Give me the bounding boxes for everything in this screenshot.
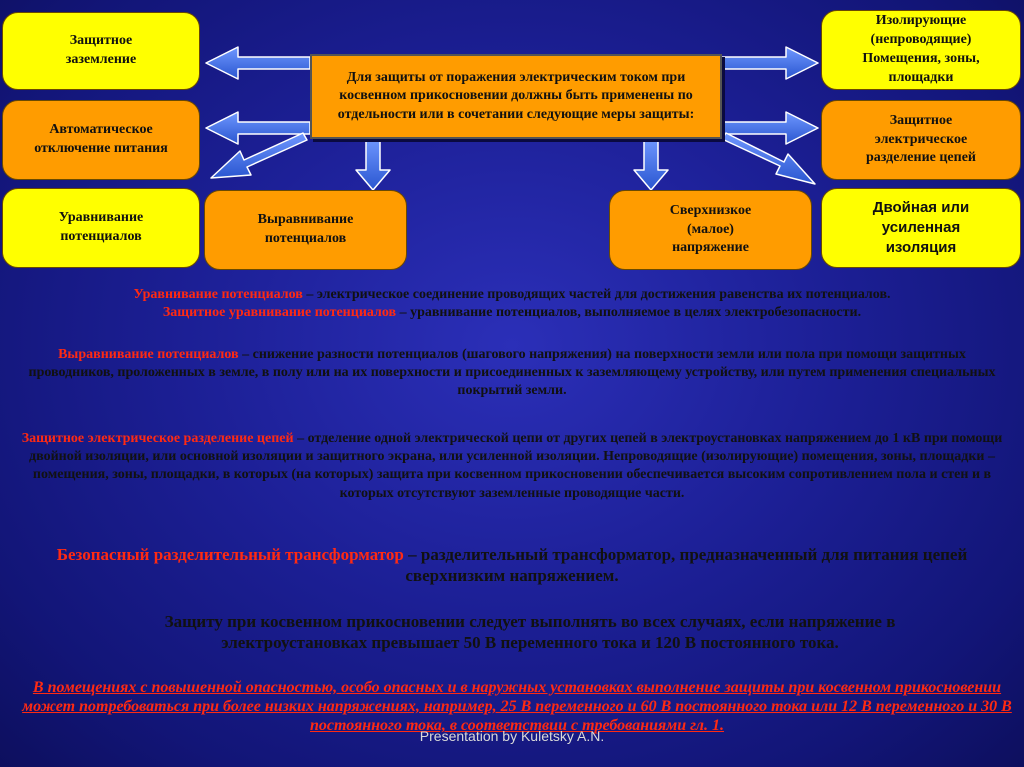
arrow-to-isolating-rooms <box>721 46 819 80</box>
box-protective-grounding-label: Защитное заземление <box>65 33 137 67</box>
box-extra-low-voltage: Сверхнизкое (малое) напряжение <box>609 190 812 270</box>
term-transformer: Безопасный разделительный трансформатор <box>56 545 404 564</box>
arrow-to-double-insulation <box>721 132 816 185</box>
arrow-to-equalization <box>210 132 308 179</box>
definition-separation: Защитное электрическое разделение цепей … <box>10 430 1014 503</box>
box-protective-grounding: Защитное заземление <box>2 12 200 90</box>
term-leveling: Выравнивание потенциалов <box>58 347 239 362</box>
text-transformer: – разделительный трансформатор, предназн… <box>403 545 968 585</box>
term-equalization: Уравнивание потенциалов <box>133 287 303 302</box>
box-auto-shutdown-label: Автоматическое отключение питания <box>34 122 168 156</box>
box-auto-shutdown: Автоматическое отключение питания <box>2 100 200 180</box>
text-equalization: – электрическое соединение проводящих ча… <box>302 287 891 302</box>
box-double-insulation: Двойная или усиленная изоляция <box>821 188 1021 268</box>
text-leveling: – снижение разности потенциалов (шаговог… <box>28 347 996 399</box>
arrow-to-auto-shutdown <box>205 111 311 145</box>
box-isolating-rooms-label: Изолирующие (непроводящие) Помещения, зо… <box>862 13 980 85</box>
arrow-to-separation <box>721 111 819 145</box>
box-circuit-separation-label: Защитное электрическое разделение цепей <box>866 112 976 166</box>
definition-equalization: Уравнивание потенциалов – электрическое … <box>20 286 1004 322</box>
text-separation: – отделение одной электрической цепи от … <box>29 431 1003 465</box>
arrow-to-grounding <box>205 46 311 80</box>
box-circuit-separation: Защитное электрическое разделение цепей <box>821 100 1021 180</box>
central-measures-text: Для защиты от поражения электрическим то… <box>337 70 695 122</box>
text-nonconductive-rooms: Непроводящие (изолирующие) помещения, зо… <box>32 449 995 501</box>
definition-leveling: Выравнивание потенциалов – снижение разн… <box>28 346 996 401</box>
box-isolating-rooms: Изолирующие (непроводящие) Помещения, зо… <box>821 10 1021 90</box>
arrow-to-low-voltage <box>633 137 669 191</box>
text-protective-equalization: – уравнивание потенциалов, выполняемое в… <box>396 305 862 321</box>
box-potential-equalization-label: Уравнивание потенциалов <box>58 210 144 244</box>
note-hazardous-rooms: В помещениях с повышенной опасностью, ос… <box>22 678 1012 736</box>
arrow-to-leveling <box>355 137 391 191</box>
box-double-insulation-label: Двойная или усиленная изоляция <box>872 198 970 257</box>
footer-credit: Presentation by Kuletsky A.N. <box>419 728 605 744</box>
rule-indirect-contact: Защиту при косвенном прикосновении следу… <box>90 612 970 653</box>
text-rule-indirect-contact: Защиту при косвенном прикосновении следу… <box>164 612 896 652</box>
box-extra-low-voltage-label: Сверхнизкое (малое) напряжение <box>669 202 752 256</box>
arrows-layer <box>205 46 819 191</box>
term-protective-equalization: Защитное уравнивание потенциалов <box>162 305 397 321</box>
term-separation: Защитное электрическое разделение цепей <box>21 431 294 446</box>
central-measures-box: Для защиты от поражения электрическим то… <box>310 54 722 139</box>
definition-transformer: Безопасный разделительный трансформатор … <box>40 545 984 586</box>
box-potential-equalization: Уравнивание потенциалов <box>2 188 200 268</box>
box-potential-leveling-label: Выравнивание потенциалов <box>257 212 354 246</box>
box-potential-leveling: Выравнивание потенциалов <box>204 190 407 270</box>
text-note-hazardous-rooms: В помещениях с повышенной опасностью, ос… <box>22 679 1012 735</box>
